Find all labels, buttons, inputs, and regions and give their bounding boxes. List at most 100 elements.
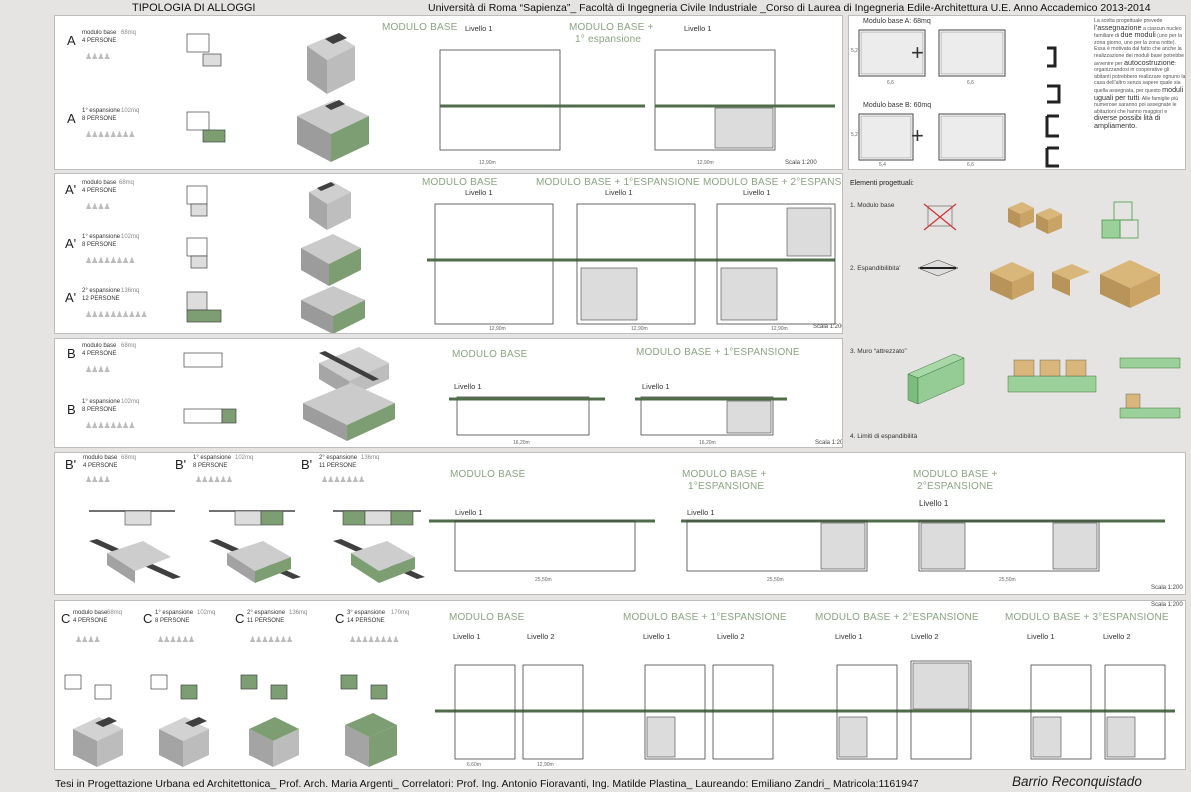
section-title: MODULO BASE + (913, 469, 998, 480)
axonometric-views (301, 182, 365, 333)
type-name: 1° espansione (193, 455, 232, 461)
section-title: MODULO BASE + 2°ESPANSIONE (815, 612, 979, 623)
dimension: 25,50m (535, 577, 552, 583)
type-persons: 4 PERSONE (82, 351, 117, 357)
level-label: Livello 1 (454, 382, 482, 391)
dimension: 16,20m (513, 440, 530, 446)
element-label: 1. Modulo base (850, 202, 895, 209)
concept-sketches (907, 201, 1181, 419)
level-label: Livello 1 (743, 188, 771, 197)
type-area: 136mq (289, 610, 308, 616)
floor-plans (435, 660, 1175, 760)
desc-text: : organizzandosi in cooperative gli abit… (1094, 60, 1186, 94)
dimension: 12,90m (489, 326, 506, 332)
section-title: MODULO BASE + 1°ESPANSIONE (536, 177, 700, 188)
type-letter: C (143, 611, 153, 626)
element-label: 3. Muro “attrezzato” (850, 348, 907, 355)
element-label: 4. Limiti di espandibilità (850, 433, 918, 440)
type-name: 1° espansione (82, 108, 121, 114)
people-icons: ♟♟♟♟ (85, 475, 111, 484)
level-label: Livello 2 (717, 632, 745, 641)
desc-highlight: moduli uguali per tutti (1094, 84, 1184, 102)
scale-label: Scala 1:200 (815, 440, 842, 446)
section-title: MODULO BASE + (682, 469, 767, 480)
section-title: MODULO BASE (422, 177, 498, 188)
dimension: 6,6 (887, 80, 894, 86)
section-title: MODULO BASE + 1°ESPANSIONE (636, 347, 800, 358)
type-letter: A' (65, 236, 77, 251)
type-letter: A' (65, 182, 77, 197)
panel-type-a: A modulo base 68mq 4 PERSONE ♟♟♟♟ A 1° e… (54, 15, 843, 170)
level-label: Livello 1 (642, 382, 670, 391)
type-name: modulo base (82, 343, 117, 349)
level-label: Livello 1 (605, 188, 633, 197)
level-label: Livello 1 (835, 632, 863, 641)
level-label: Livello 1 (453, 632, 481, 641)
level-label: Livello 2 (1103, 632, 1131, 641)
section-title: 1° espansione (575, 34, 642, 45)
element-label: 2. Espandibilibita’ (850, 265, 901, 272)
type-name: 1° espansione (155, 610, 194, 616)
type-persons: 8 PERSONE (155, 618, 190, 624)
type-letter: A' (65, 290, 77, 305)
type-name: modulo base (82, 180, 117, 186)
axonometric-views (73, 713, 397, 767)
type-name: modulo base (73, 610, 108, 616)
floor-plans (449, 396, 787, 436)
type-name-text: espansione (89, 234, 121, 240)
desc-text: (uno per la zona giorno, uno per la zona… (1094, 33, 1184, 67)
plus-icon: + (911, 123, 924, 148)
people-icons: ♟♟♟♟♟♟ (195, 475, 233, 484)
type-name: 1° espansione (82, 234, 120, 241)
type-name: modulo base (82, 30, 117, 36)
panel-type-b1: B' modulo base 68mq 4 PERSONE ♟♟♟♟ B' 1°… (54, 452, 1186, 595)
axonometric-views (89, 539, 425, 583)
type-persons: 8 PERSONE (82, 407, 117, 413)
section-title: MODULO BASE + 1°ESPANSIONE (623, 612, 787, 623)
type-letter: B' (65, 457, 77, 472)
scale-label: Scala 1:200 (1151, 585, 1183, 591)
panel-type-a1: A' modulo base 68mq 4 PERSONE ♟♟♟♟ A' 1°… (54, 173, 843, 334)
type-area: 102mq (235, 455, 254, 461)
mini-plan-thumbnails (89, 510, 421, 526)
axonometric-views (297, 33, 369, 162)
project-description: La scelta progettuale prevede l’assegnaz… (1094, 18, 1186, 131)
type-persons: 11 PERSONE (247, 618, 285, 624)
section-title: MODULO BASE (382, 22, 458, 33)
level-label: Livello 1 (465, 24, 493, 33)
people-icons: ♟♟♟♟ (85, 365, 111, 374)
dimension: 5,2 (851, 132, 858, 138)
level-label: Livello 1 (919, 499, 949, 508)
people-icons: ♟♟♟♟♟♟♟ (249, 635, 293, 644)
people-icons: ♟♟♟♟♟♟♟♟ (349, 635, 399, 644)
type-area: 170mq (391, 610, 410, 616)
scale-label: Scala 1:200 (1151, 602, 1183, 608)
scale-label: Scala 1:200 (785, 160, 817, 166)
type-area: 102mq (197, 610, 216, 616)
type-area: 136mq (121, 288, 140, 294)
level-label: Livello 1 (643, 632, 671, 641)
type-letter: B (67, 402, 76, 417)
dimension: 5,2 (851, 48, 858, 54)
plus-icon: + (911, 40, 924, 65)
level-label: Livello 1 (465, 188, 493, 197)
section-title: MODULO BASE (452, 349, 528, 360)
panel-modules: Modulo base A: 68mq Modulo base B: 60mq … (848, 15, 1186, 170)
dimension: 12,90m (697, 160, 714, 166)
people-icons: ♟♟♟♟♟♟♟♟ (85, 130, 135, 139)
floor-plans (427, 203, 836, 325)
type-letter: B' (175, 457, 187, 472)
people-icons: ♟♟♟♟ (85, 202, 111, 211)
people-icons: ♟♟♟♟♟♟♟♟ (85, 421, 135, 430)
university-header: Università di Roma “Sapienza”_ Facoltà d… (428, 2, 1151, 14)
people-icons: ♟♟♟♟ (85, 52, 111, 61)
mini-plan-thumbnails (183, 352, 237, 424)
panel-type-c: Scala 1:200 C modulo base 68mq 4 PERSONE… (54, 600, 1186, 770)
type-letter: C (335, 611, 345, 626)
type-persons: 8 PERSONE (193, 463, 228, 469)
type-name: 3° espansione (347, 610, 386, 616)
people-icons: ♟♟♟♟♟♟♟♟ (85, 256, 135, 265)
dimension: 12,90m (479, 160, 496, 166)
desc-text: La scelta progettuale prevede (1094, 18, 1163, 24)
level-label: Livello 1 (455, 508, 483, 517)
